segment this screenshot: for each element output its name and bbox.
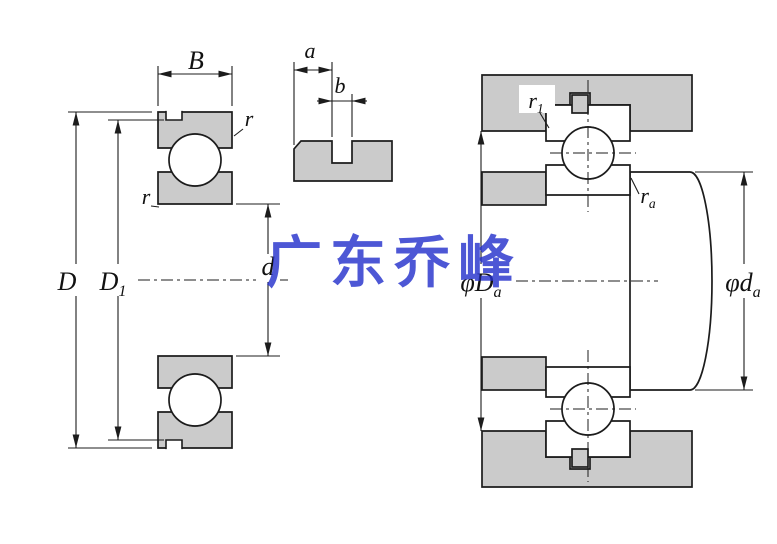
label-ra: ra (630, 177, 656, 211)
ball-lower (168, 373, 222, 427)
label-D1-sub: 1 (118, 283, 126, 300)
label-mask (716, 264, 772, 298)
dim-phida: φda (695, 171, 772, 391)
locating-snap-ring-lower (571, 448, 589, 468)
bearing-section-view (138, 110, 292, 450)
label-a: a (305, 38, 316, 63)
mounting-view: φDa φda r1 ra (452, 74, 772, 488)
label-D1: D1 (99, 267, 127, 300)
label-B: B (188, 46, 204, 75)
locating-snap-ring-upper (571, 94, 589, 114)
leader-line (630, 177, 640, 195)
groove-detail-profile (293, 140, 393, 182)
leader-line (233, 128, 244, 137)
label-mask (52, 264, 84, 296)
dim-phiDa: φDa (452, 131, 510, 431)
label-phida: φda (725, 268, 760, 301)
dim-a: a (293, 38, 333, 145)
dim-d: d (236, 203, 280, 357)
label-mask (452, 264, 510, 298)
shaft (629, 171, 713, 391)
label-r1-main: r (528, 88, 537, 113)
dim-D1: D1 (97, 119, 164, 441)
label-r-outer: r (233, 106, 254, 137)
leader-line (150, 205, 160, 208)
label-d: d (262, 252, 276, 281)
label-ra-text: ra (640, 183, 656, 211)
label-mask (256, 254, 280, 282)
label-phiDa-sub: a (494, 284, 502, 301)
label-phida-sub: a (753, 284, 761, 301)
groove-detail-view: a b (293, 38, 393, 182)
label-r1: r1 (519, 85, 555, 129)
label-mask (97, 264, 133, 296)
label-mask (519, 85, 555, 113)
ball-upper (168, 133, 222, 187)
dim-B: B (157, 46, 233, 106)
label-b: b (335, 73, 346, 98)
label-r-inner-text: r (142, 184, 151, 209)
snap-ring-groove-lower (165, 439, 183, 450)
label-r-inner: r (142, 184, 160, 209)
snap-ring-groove-upper (165, 110, 183, 121)
abutment-spacer-upper (481, 171, 547, 206)
label-ra-sub: a (649, 196, 656, 211)
dim-D: D (52, 111, 152, 449)
label-phida-main: φd (725, 268, 753, 297)
label-r1-text: r1 (528, 88, 543, 116)
abutment-spacer-lower (481, 356, 547, 391)
dim-b: b (317, 73, 367, 137)
label-D: D (57, 267, 77, 296)
label-r1-sub: 1 (537, 101, 544, 116)
label-D1-main: D (99, 267, 119, 296)
label-phiDa-main: φD (460, 268, 493, 297)
label-phiDa: φDa (460, 268, 501, 301)
label-ra-main: r (640, 183, 649, 208)
watermark-text: 广东乔峰 (266, 231, 522, 296)
leader-line (539, 112, 550, 129)
label-r-outer-text: r (245, 106, 254, 131)
